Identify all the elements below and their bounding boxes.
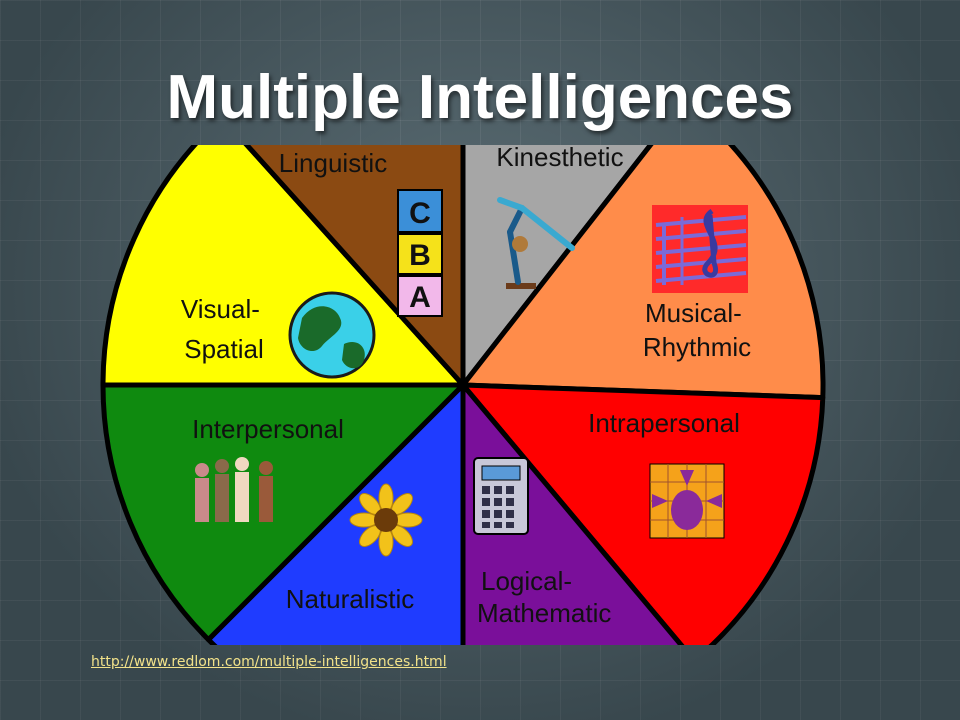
label-intrapersonal: Intrapersonal xyxy=(588,408,740,438)
abc-blocks-icon: C B A xyxy=(397,189,443,317)
label-logical: Logical- Mathematic xyxy=(477,566,611,628)
wheel-segments xyxy=(100,145,826,645)
segment-intrapersonal xyxy=(460,382,685,645)
label-visual: Visual- Spatial xyxy=(181,294,267,364)
slide-title: Multiple Intelligences xyxy=(166,63,794,132)
segment-musical xyxy=(460,382,826,645)
label-musical: Musical- Rhythmic xyxy=(643,298,751,362)
label-linguistic: Linguistic xyxy=(279,148,387,178)
head-grid-icon xyxy=(649,463,725,539)
gymnast-icon xyxy=(497,197,575,289)
globe-icon xyxy=(288,291,376,379)
svg-text:C: C xyxy=(409,197,431,230)
label-kinesthetic: Kinesthetic xyxy=(496,142,623,172)
music-staff-icon xyxy=(652,205,748,293)
svg-text:B: B xyxy=(409,239,431,272)
label-naturalistic: Naturalistic xyxy=(286,584,415,614)
sunflower-icon xyxy=(349,483,423,557)
label-interpersonal: Interpersonal xyxy=(192,414,344,444)
segment-naturalistic xyxy=(100,382,466,643)
source-link[interactable]: http://www.redlom.com/multiple-intellige… xyxy=(91,654,447,670)
people-group-icon xyxy=(195,457,273,522)
svg-text:A: A xyxy=(409,281,431,314)
calculator-icon xyxy=(473,457,529,535)
